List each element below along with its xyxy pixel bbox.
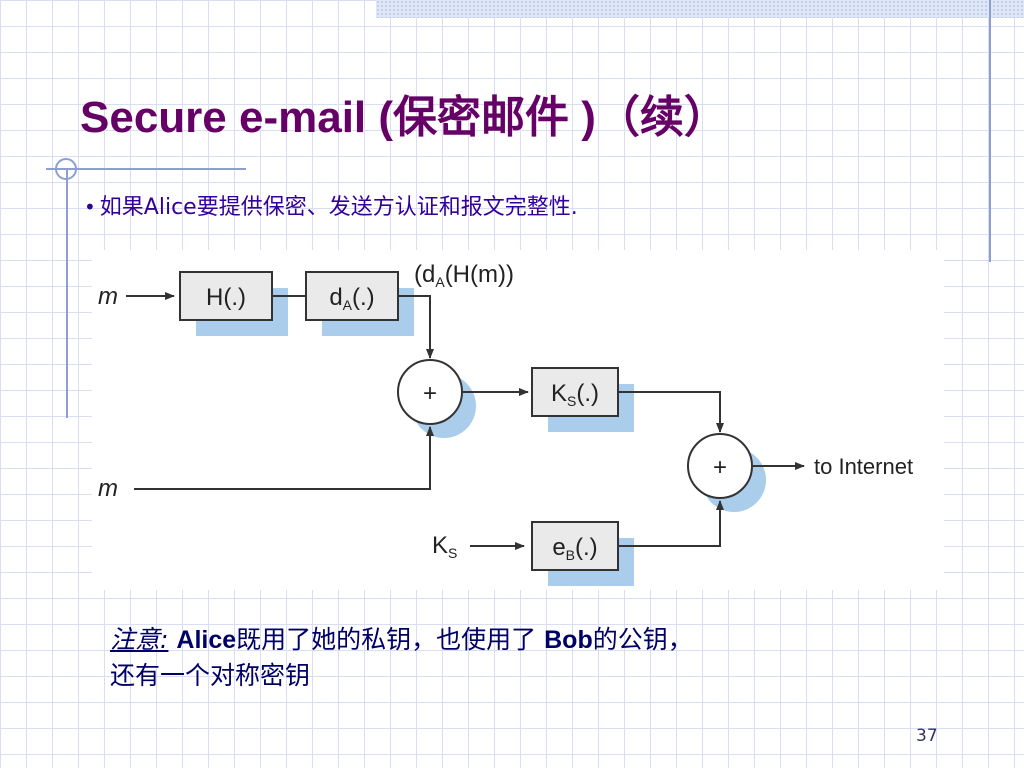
note-text-2: 的公钥， <box>592 625 693 654</box>
arrow-encrypt-to-plus <box>618 391 724 433</box>
note-line-2: 还有一个对称密钥 <box>110 661 311 691</box>
input-m-bottom: m <box>98 475 118 502</box>
arrow-m-to-plus <box>134 426 434 490</box>
bullet-marker: • <box>84 195 96 219</box>
pubkey-box <box>531 521 619 571</box>
input-m-top: m <box>98 283 118 310</box>
sign-box-label: dA(.) <box>329 284 374 313</box>
right-accent-line <box>989 0 991 262</box>
signature-label: (dA(H(m)) <box>414 261 514 290</box>
note-block: 注意: Alice既用了她的私钥，也使用了 Bob的公钥， 还有一个对称密钥 <box>110 622 693 695</box>
note-bob: Bob <box>544 626 593 654</box>
encrypt-box-label: KS(.) <box>551 380 599 409</box>
page-number: 37 <box>916 726 938 746</box>
bullet-item: •如果Alice要提供保密、发送方认证和报文完整性. <box>84 194 578 223</box>
note-text-1: 既用了她的私钥，也使用了 <box>236 625 537 654</box>
arrow-sign-to-plus <box>398 295 434 359</box>
bullet-text: 如果Alice要提供保密、发送方认证和报文完整性. <box>99 195 578 220</box>
top-decorative-band <box>376 0 1024 18</box>
output-label: to Internet <box>814 454 913 479</box>
concat-node-2-symbol: + <box>713 454 727 481</box>
pgp-diagram: m H(.) dA(.) (dA(H(m)) + m KS(.) <box>92 250 944 590</box>
slide-title: Secure e-mail (保密邮件 )（续） <box>80 93 728 142</box>
pgp-diagram-svg: m H(.) dA(.) (dA(H(m)) + m KS(.) <box>98 261 913 586</box>
left-accent-line <box>66 168 68 418</box>
hash-box <box>179 271 273 321</box>
arrow-pubkey-to-plus <box>618 500 724 547</box>
title-underline <box>46 168 246 170</box>
note-alice: Alice <box>176 626 237 654</box>
note-label: 注意: <box>110 625 169 654</box>
sign-box <box>305 271 399 321</box>
pubkey-box-label: eB(.) <box>552 534 597 563</box>
concat-node-1-symbol: + <box>423 380 437 407</box>
note-line-1: 注意: Alice既用了她的私钥，也使用了 Bob的公钥， <box>110 622 693 658</box>
key-input-label: KS <box>432 532 457 561</box>
hash-box-label: H(.) <box>206 284 246 311</box>
title-accent-circle <box>55 158 77 180</box>
